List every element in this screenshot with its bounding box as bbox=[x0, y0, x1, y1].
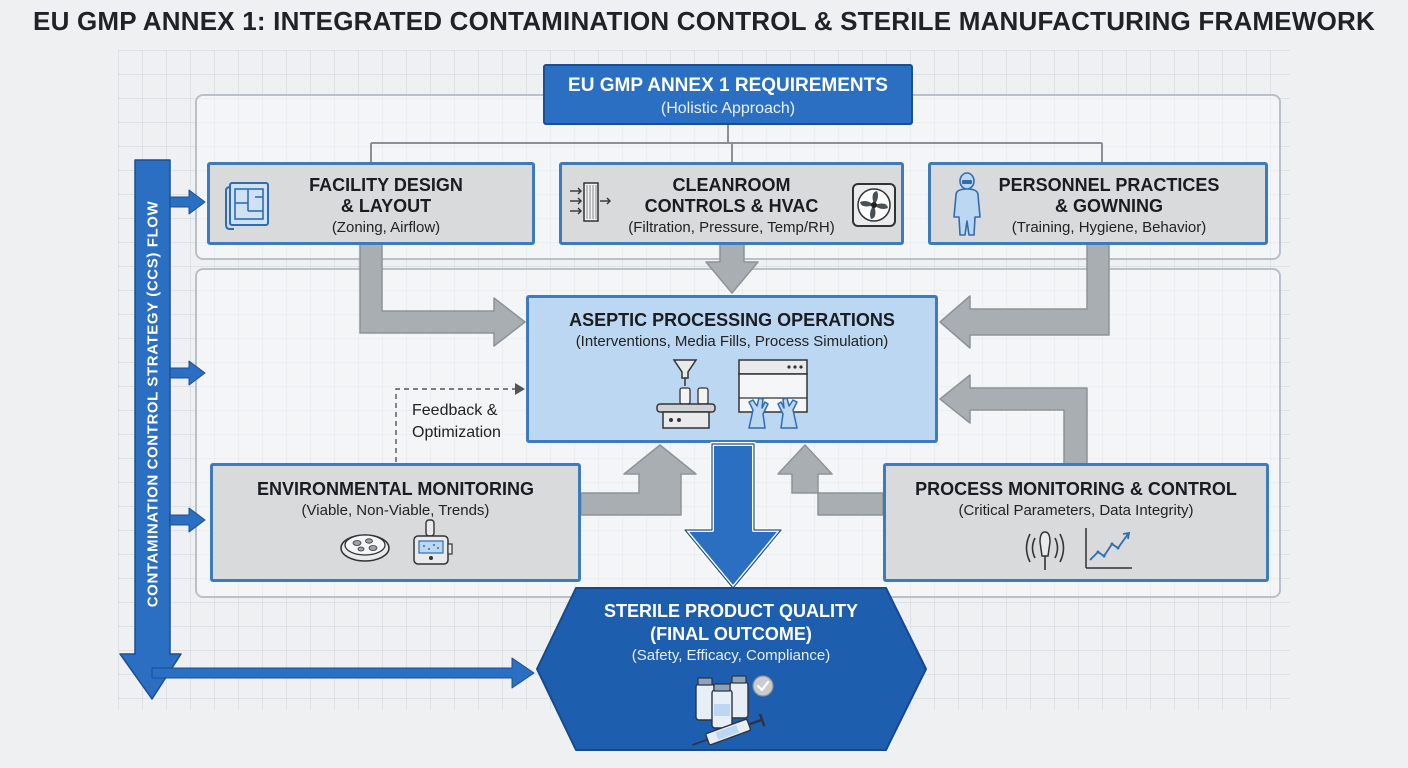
requirements-box: EU GMP ANNEX 1 REQUIREMENTS (Holistic Ap… bbox=[543, 64, 913, 125]
process-to-aseptic-arrow bbox=[777, 444, 884, 516]
ccs-to-final-arrow bbox=[151, 657, 535, 689]
personnel-subtitle: (Training, Hygiene, Behavior) bbox=[1011, 219, 1207, 236]
final-outcome-hexagon bbox=[536, 587, 927, 751]
final-title-line1: STERILE PRODUCT QUALITY bbox=[603, 601, 858, 621]
process-monitoring-box: PROCESS MONITORING & CONTROL (Critical P… bbox=[883, 463, 1269, 582]
environmental-monitoring-box: ENVIRONMENTAL MONITORING (Viable, Non-Vi… bbox=[210, 463, 581, 582]
aseptic-title: ASEPTIC PROCESSING OPERATIONS bbox=[569, 310, 895, 330]
ccs-branch-arrow-facility bbox=[169, 189, 206, 215]
filling-line-icon bbox=[656, 359, 716, 429]
process-feedback-arrow bbox=[939, 374, 1088, 467]
personnel-title-line2: & GOWNING bbox=[1055, 196, 1163, 216]
facility-subtitle: (Zoning, Airflow) bbox=[331, 219, 441, 236]
facility-title-line1: FACILITY DESIGN bbox=[309, 175, 463, 195]
feedback-line2: Optimization bbox=[412, 424, 501, 441]
feedback-line1: Feedback & bbox=[412, 402, 498, 419]
final-title-line2: (FINAL OUTCOME) bbox=[650, 624, 812, 644]
requirements-subtitle: (Holistic Approach) bbox=[660, 100, 796, 117]
environmental-to-aseptic-arrow bbox=[580, 444, 697, 516]
ccs-branch-arrow-aseptic bbox=[169, 360, 206, 386]
facility-design-box: FACILITY DESIGN & LAYOUT (Zoning, Airflo… bbox=[207, 162, 535, 245]
environmental-subtitle: (Viable, Non-Viable, Trends) bbox=[301, 502, 490, 519]
cleanroom-title-line1: CLEANROOM bbox=[672, 175, 791, 195]
requirements-title: EU GMP ANNEX 1 REQUIREMENTS bbox=[568, 75, 888, 96]
personnel-to-aseptic-arrow bbox=[939, 241, 1110, 349]
air-filter-icon bbox=[570, 182, 611, 222]
sensor-icon bbox=[1025, 531, 1065, 570]
petri-dish-icon bbox=[340, 534, 390, 562]
aseptic-processing-box: ASEPTIC PROCESSING OPERATIONS (Intervent… bbox=[526, 295, 938, 443]
gowned-person-icon bbox=[953, 172, 981, 236]
cleanroom-title-line2: CONTROLS & HVAC bbox=[644, 196, 819, 216]
checkmark-icon bbox=[752, 675, 774, 697]
aseptic-to-final-arrow bbox=[683, 442, 783, 590]
ccs-flow-label-text: CONTAMINATION CONTROL STRATEGY (CCS) FLO… bbox=[144, 200, 162, 608]
facility-to-aseptic-arrow bbox=[359, 241, 526, 347]
cleanroom-subtitle: (Filtration, Pressure, Temp/RH) bbox=[628, 219, 835, 236]
particle-counter-icon bbox=[413, 519, 453, 565]
aseptic-subtitle: (Interventions, Media Fills, Process Sim… bbox=[575, 333, 889, 350]
cleanroom-to-aseptic-arrow bbox=[705, 241, 759, 294]
feedback-label: Feedback & Optimization bbox=[412, 400, 501, 444]
process-title: PROCESS MONITORING & CONTROL bbox=[915, 479, 1237, 499]
final-outcome-text: STERILE PRODUCT QUALITY (FINAL OUTCOME) … bbox=[576, 600, 886, 750]
glovebox-isolator-icon bbox=[738, 359, 808, 429]
facility-title-line2: & LAYOUT bbox=[340, 196, 432, 216]
ccs-branch-arrow-environmental bbox=[169, 507, 206, 533]
vials-icon bbox=[695, 675, 749, 729]
personnel-practices-box: PERSONNEL PRACTICES & GOWNING (Training,… bbox=[928, 162, 1268, 245]
fan-icon bbox=[852, 183, 896, 227]
environmental-title: ENVIRONMENTAL MONITORING bbox=[256, 479, 534, 499]
process-subtitle: (Critical Parameters, Data Integrity) bbox=[958, 502, 1194, 519]
syringe-icon bbox=[692, 714, 766, 746]
final-subtitle: (Safety, Efficacy, Compliance) bbox=[631, 647, 831, 664]
page-title: EU GMP ANNEX 1: INTEGRATED CONTAMINATION… bbox=[33, 6, 1375, 36]
blueprint-icon bbox=[225, 182, 269, 230]
personnel-title-line1: PERSONNEL PRACTICES bbox=[998, 175, 1220, 195]
cleanroom-controls-box: CLEANROOM CONTROLS & HVAC (Filtration, P… bbox=[559, 162, 904, 245]
trend-chart-icon bbox=[1085, 528, 1132, 569]
